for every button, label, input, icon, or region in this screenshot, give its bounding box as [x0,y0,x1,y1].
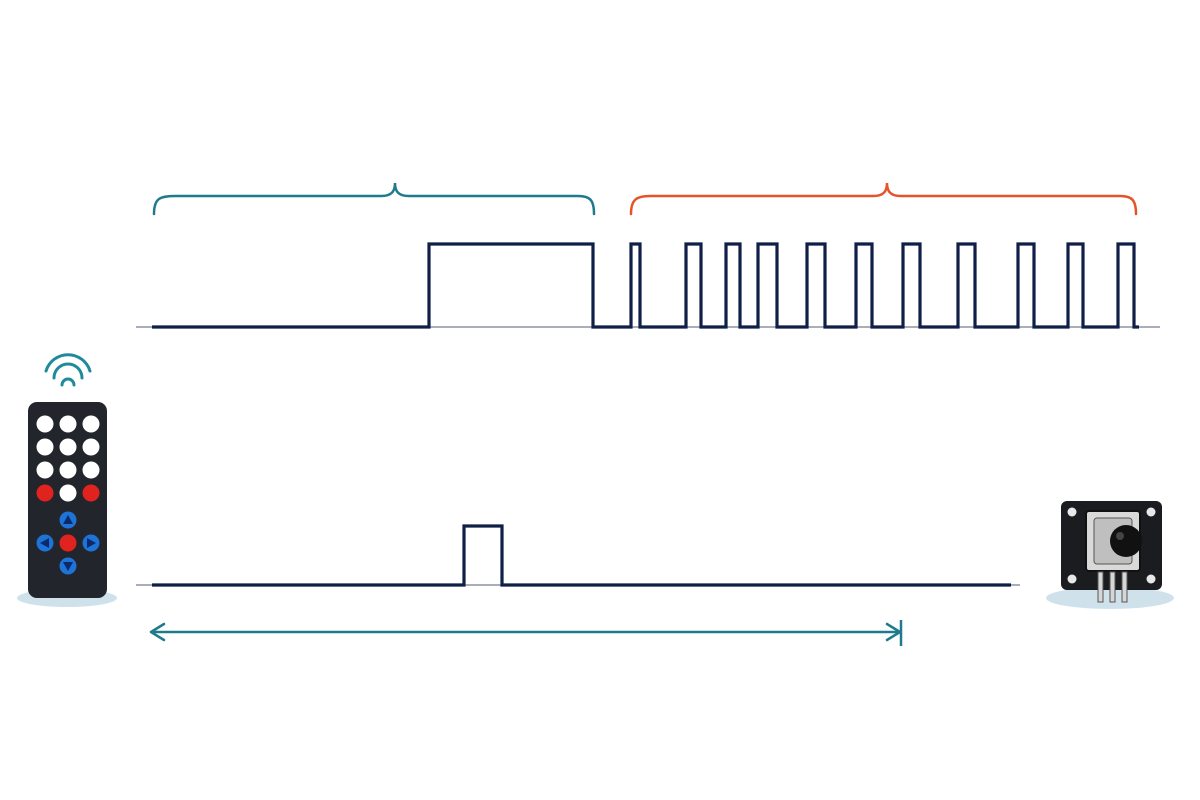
remote-button [82,415,100,433]
remote-button [36,461,54,479]
remote-button [36,438,54,456]
remote-button [82,461,100,479]
remote-button [59,415,77,433]
ir-receiver-module-icon [1046,501,1174,609]
remote-button [82,438,100,456]
period-arrow [149,620,903,646]
remote-button [59,438,77,456]
remote-button [82,484,100,502]
bottom-pulse-train [152,524,1011,587]
data-brace [629,182,1138,216]
signal-waveform [152,524,1011,587]
leader-brace [152,182,596,216]
remote-button [59,461,77,479]
remote-button [36,415,54,433]
remote-button [36,484,54,502]
ir-remote-control-icon [17,402,117,607]
wireless-signal-icon [44,353,92,387]
remote-button [59,484,77,502]
top-pulse-train [152,242,1139,329]
signal-waveform [152,242,1139,329]
